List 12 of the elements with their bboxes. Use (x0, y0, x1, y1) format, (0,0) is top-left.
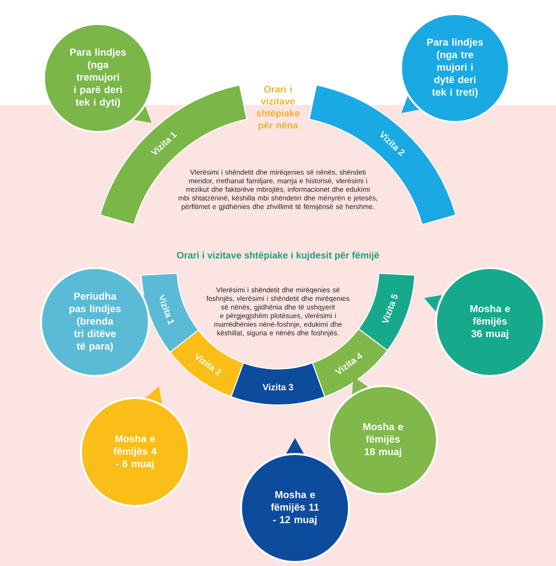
speech-bubble: Para lindjes (nga tremujori i parë deri tek i dyti) (43, 23, 153, 133)
speech-bubble: Mosha e fëmijës 18 muaj (328, 376, 438, 495)
speech-bubble: Mosha e fëmijës 36 muaj (424, 267, 545, 377)
speech-bubble: Periudha pas lindjes (brenda tri ditëve të para) (40, 267, 161, 377)
heading: Orari i vizitave shtëpiake i kujdesit për fëmijë (177, 252, 380, 260)
arc-segment: Vizita 5 (358, 272, 416, 351)
speech-bubble: Mosha e fëmijës 11 - 12 muaj (240, 438, 350, 563)
arc-segment: Vizita 1 (140, 272, 199, 353)
speech-bubble: Para lindjes (nga tre mujori i dytë deri tek i treti) (400, 13, 510, 123)
speech-bubble: Mosha e fëmijës 4 - 6 muaj (80, 386, 190, 507)
heading: Orari i vizitave shtëpiake për nëna (256, 86, 300, 130)
arc-segment: Vizita 3 (230, 362, 326, 406)
